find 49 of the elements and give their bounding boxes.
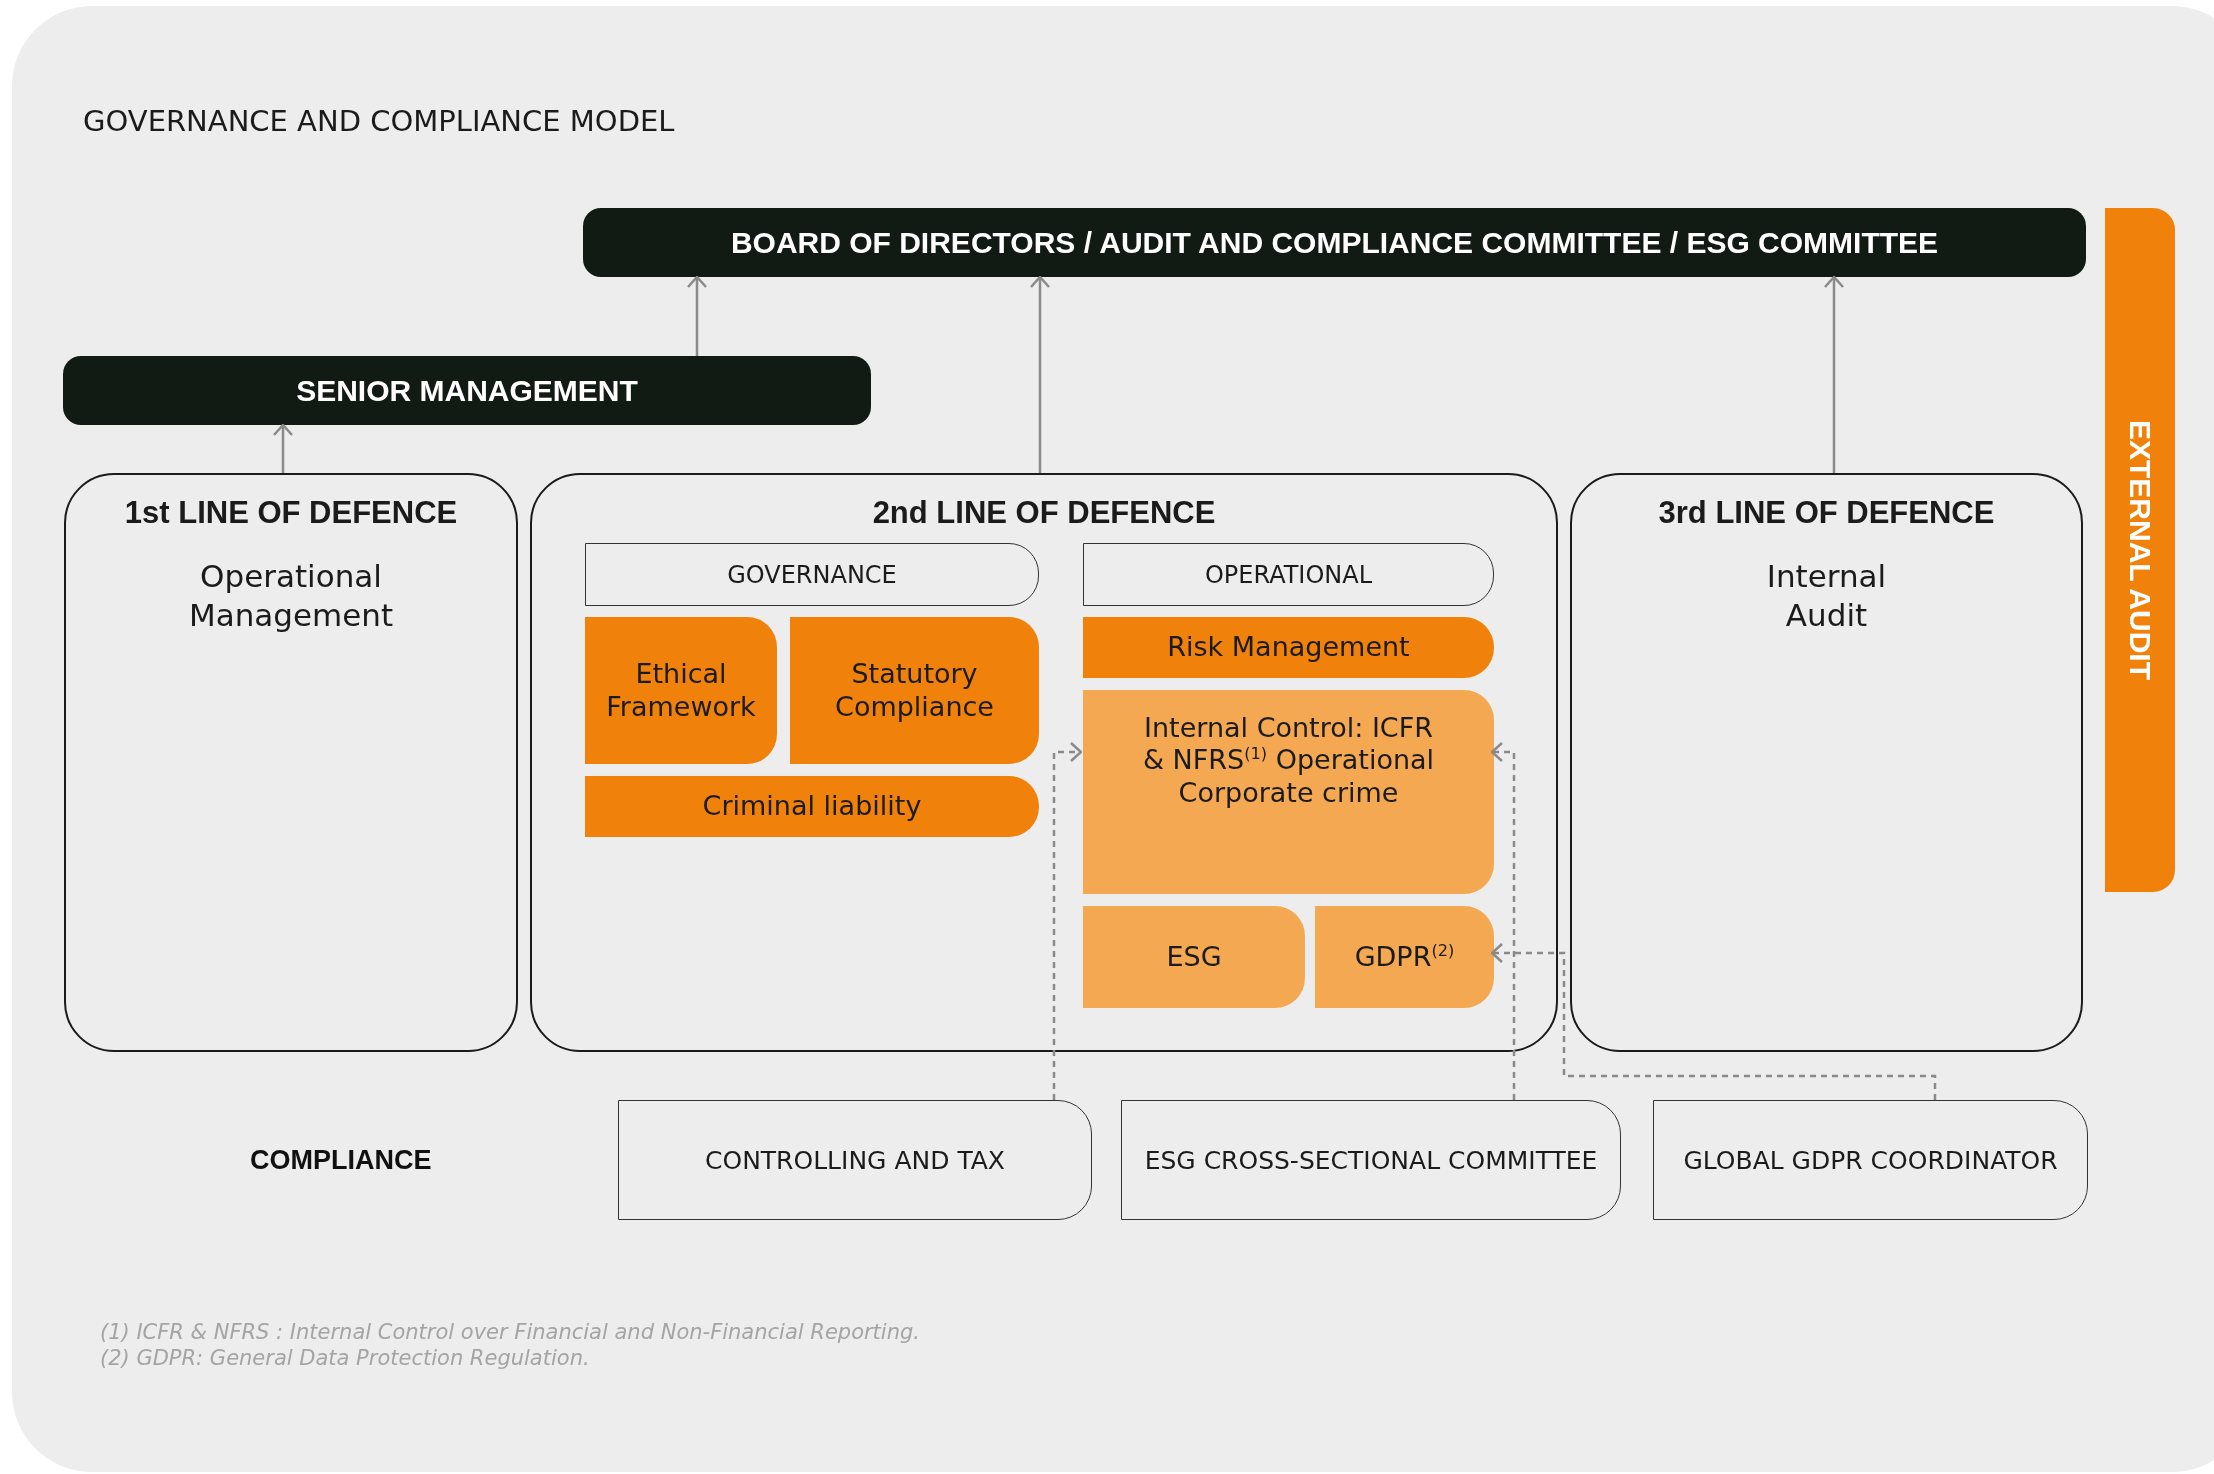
panel-text: Operational Management [187,557,395,635]
box-label: GOVERNANCE [727,560,897,589]
committee-box [1653,1100,2088,1220]
footnote: (2) GDPR: General Data Protection Regulation. [100,1346,590,1370]
arrow [272,423,294,473]
panel-text: Internal Audit [1765,557,1888,635]
box-label: Statutory Compliance [834,658,995,723]
arrow [1029,275,1051,473]
row-label: COMPLIANCE [250,1145,432,1176]
footnote: (1) ICFR & NFRS : Internal Control over Financial and Non-Financial Reporting. [100,1320,920,1344]
header-bar [63,356,871,425]
topic-box [1083,617,1494,678]
arrow [1490,942,1937,1100]
diagram-title: GOVERNANCE AND COMPLIANCE MODEL [83,104,675,138]
box-label: ESG CROSS-SECTIONAL COMMITTEE [1144,1145,1598,1175]
committee-box [618,1100,1092,1220]
header-bar [583,208,2086,277]
committee-box [1121,1100,1621,1220]
box-label: Risk Management [1167,631,1410,664]
topic-box [1315,906,1494,1008]
topic-box [1083,906,1305,1008]
topic-box [585,776,1039,837]
arrow [1823,275,1845,473]
box-label: GDPR$^{(2)}$ [1354,940,1455,974]
arrow [1490,741,1516,1100]
panel-heading: 2nd LINE OF DEFENCE [872,495,1216,531]
box-label: ESG [1166,940,1222,974]
box-label: EXTERNAL AUDIT [2123,420,2157,680]
defence-panel [530,473,1558,1052]
topic-box [585,617,777,764]
side-bar [2105,208,2175,892]
defence-panel [1570,473,2083,1052]
box-label: CONTROLLING AND TAX [705,1145,1005,1175]
category-header [585,543,1039,606]
topic-box [1083,690,1494,894]
arrow [1052,741,1083,1100]
category-header [1083,543,1494,606]
box-label: BOARD OF DIRECTORS / AUDIT AND COMPLIANCE COMMITTEE / ESG COMMITTEE [730,225,1939,260]
arrow [686,275,708,356]
box-label: OPERATIONAL [1204,560,1373,589]
box-label: Internal Control: ICFR & NFRS$^{(1)}$ Operational Corporate crime [1141,712,1436,810]
box-label: SENIOR MANAGEMENT [296,373,638,408]
box-label: Criminal liability [702,790,922,823]
topic-box [790,617,1039,764]
box-label: Ethical Framework [605,658,757,723]
panel-heading: 1st LINE OF DEFENCE [124,495,458,531]
defence-panel [64,473,518,1052]
box-label: GLOBAL GDPR COORDINATOR [1683,1145,2058,1175]
panel-heading: 3rd LINE OF DEFENCE [1658,495,1995,531]
